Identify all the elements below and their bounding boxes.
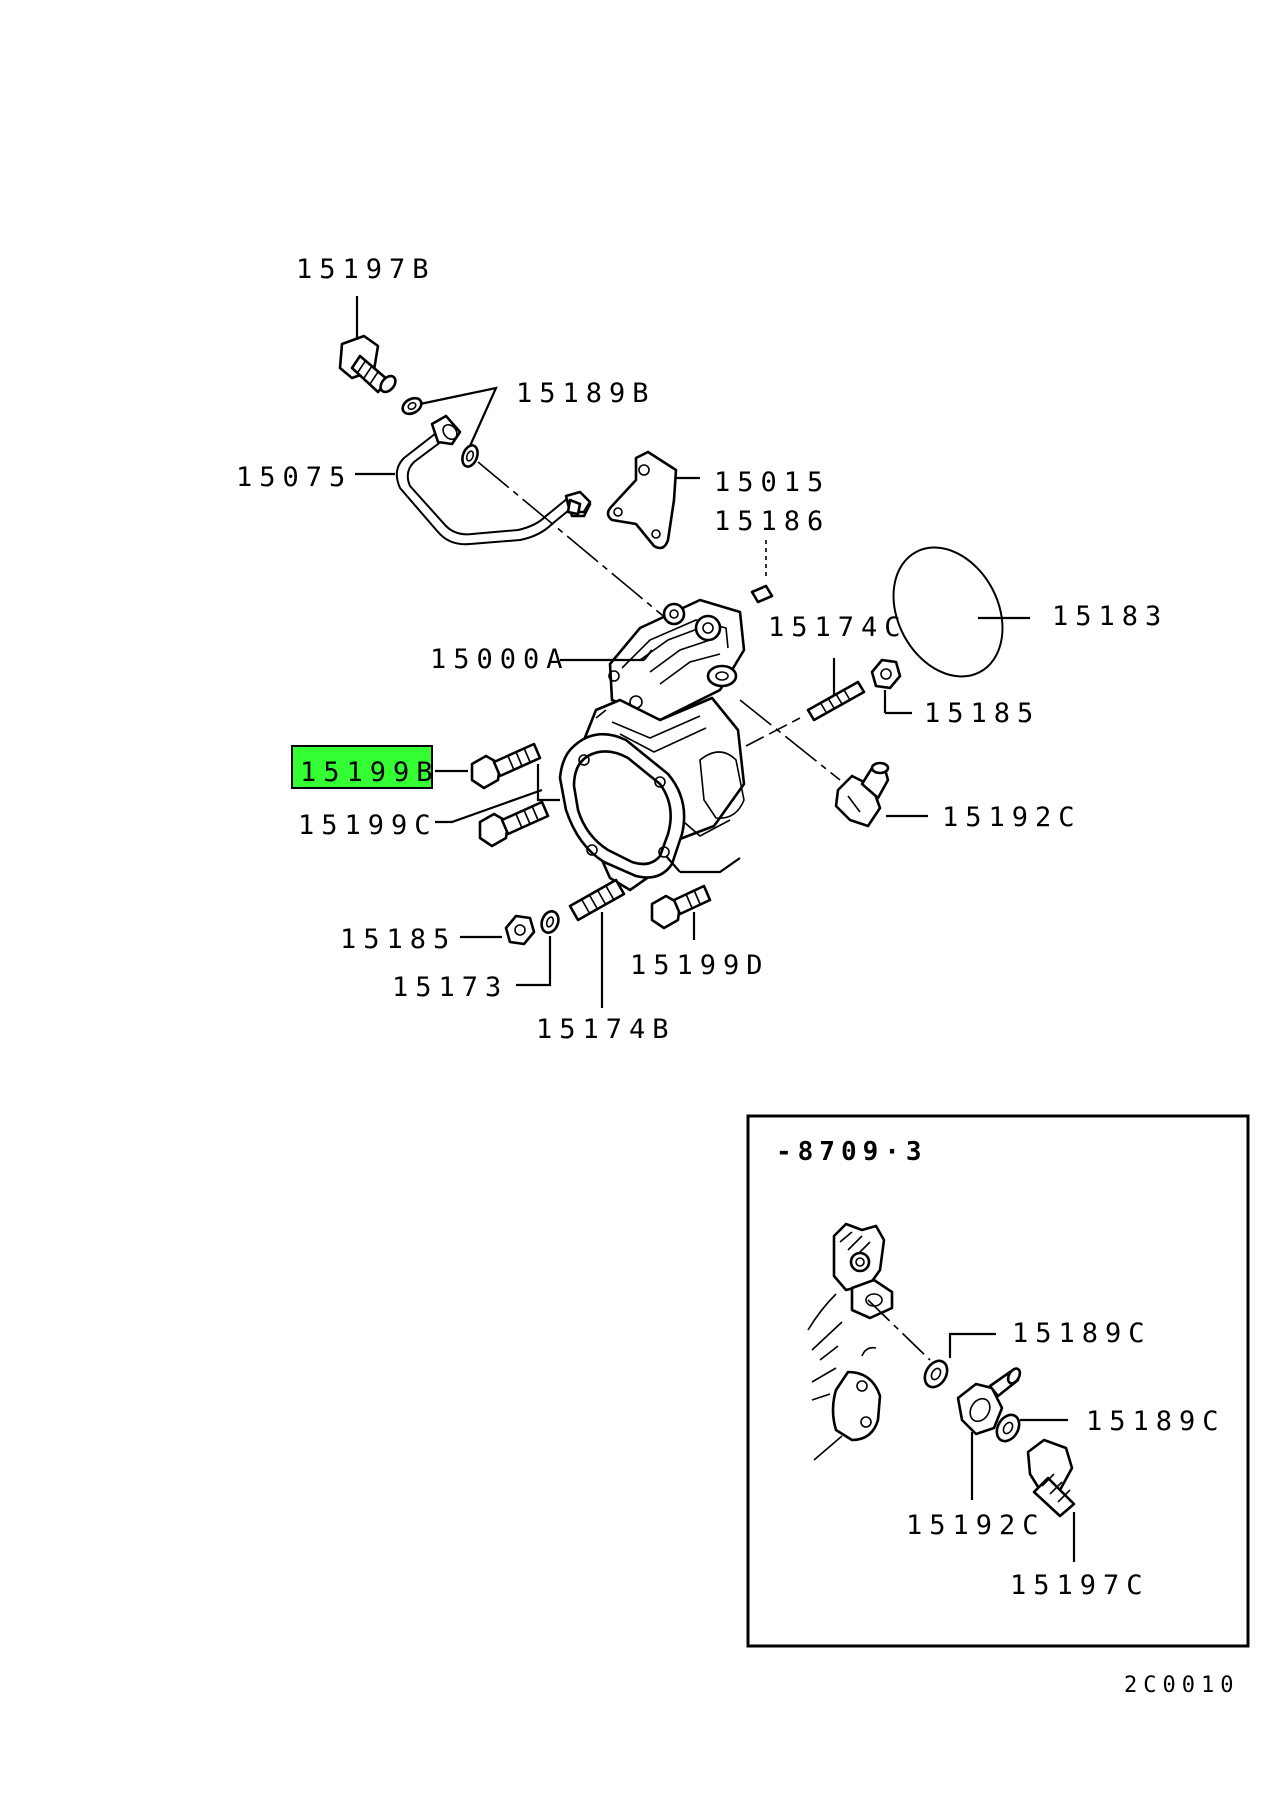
bolt-15199C[interactable] — [478, 800, 550, 848]
inset-label-15189C-upper[interactable]: 15189C — [1012, 1318, 1152, 1349]
label-15199D[interactable]: 15199D — [630, 950, 770, 981]
inset-label-15189C-lower[interactable]: 15189C — [1086, 1406, 1226, 1437]
stud-15174B[interactable] — [568, 878, 626, 922]
label-15185-upper[interactable]: 15185 — [924, 698, 1040, 729]
washer-15173[interactable] — [539, 909, 562, 935]
label-15174C[interactable]: 15174C — [768, 612, 908, 643]
label-15192C[interactable]: 15192C — [942, 802, 1082, 833]
nut-15185-lower[interactable] — [504, 914, 536, 946]
inset-panel — [746, 1114, 1250, 1648]
inset-banjo-bolt-15197C[interactable] — [1026, 1438, 1076, 1518]
diagram-code: 2C0010 — [1124, 1673, 1239, 1698]
label-15197B[interactable]: 15197B — [296, 254, 436, 285]
label-15000A[interactable]: 15000A — [430, 644, 570, 675]
inset-washer-15189C-upper[interactable] — [920, 1357, 951, 1391]
label-15015[interactable]: 15015 — [714, 467, 830, 498]
key-15186[interactable] — [750, 584, 774, 604]
highlight-box-15199B[interactable] — [291, 745, 433, 789]
label-15075[interactable]: 15075 — [236, 462, 352, 493]
oil-pipe-15075[interactable] — [395, 414, 592, 546]
label-15173[interactable]: 15173 — [392, 972, 508, 1003]
nut-15185-upper[interactable] — [870, 658, 902, 690]
washer-15189B-lower[interactable] — [460, 443, 481, 468]
union-elbow-15192C[interactable] — [834, 761, 890, 828]
inset-label-15192C[interactable]: 15192C — [906, 1510, 1046, 1541]
label-15199B[interactable]: 15199B — [300, 757, 440, 788]
label-15185-lower[interactable]: 15185 — [340, 924, 456, 955]
inset-washer-15189C-lower[interactable] — [992, 1411, 1023, 1445]
air-compressor-15000A[interactable] — [558, 598, 746, 892]
bolt-15199D[interactable] — [650, 884, 712, 930]
label-15199C[interactable]: 15199C — [298, 810, 438, 841]
label-15183[interactable]: 15183 — [1052, 601, 1168, 632]
label-15189B[interactable]: 15189B — [516, 378, 656, 409]
label-15186[interactable]: 15186 — [714, 506, 830, 537]
label-15174B[interactable]: 15174B — [536, 1014, 676, 1045]
bracket-15015[interactable] — [606, 450, 678, 550]
banjo-bolt-15197B[interactable] — [338, 334, 398, 395]
bolt-15199B[interactable] — [470, 742, 542, 790]
inset-title: -8709·3 — [776, 1137, 928, 1167]
inset-label-15197C[interactable]: 15197C — [1010, 1570, 1150, 1601]
washer-15189B-upper[interactable] — [400, 395, 424, 417]
o-ring-15183[interactable] — [872, 528, 1024, 695]
inset-union-15192C[interactable] — [956, 1367, 1022, 1436]
inset-compressor-fragment — [807, 1222, 894, 1461]
stud-15174C[interactable] — [806, 680, 866, 722]
